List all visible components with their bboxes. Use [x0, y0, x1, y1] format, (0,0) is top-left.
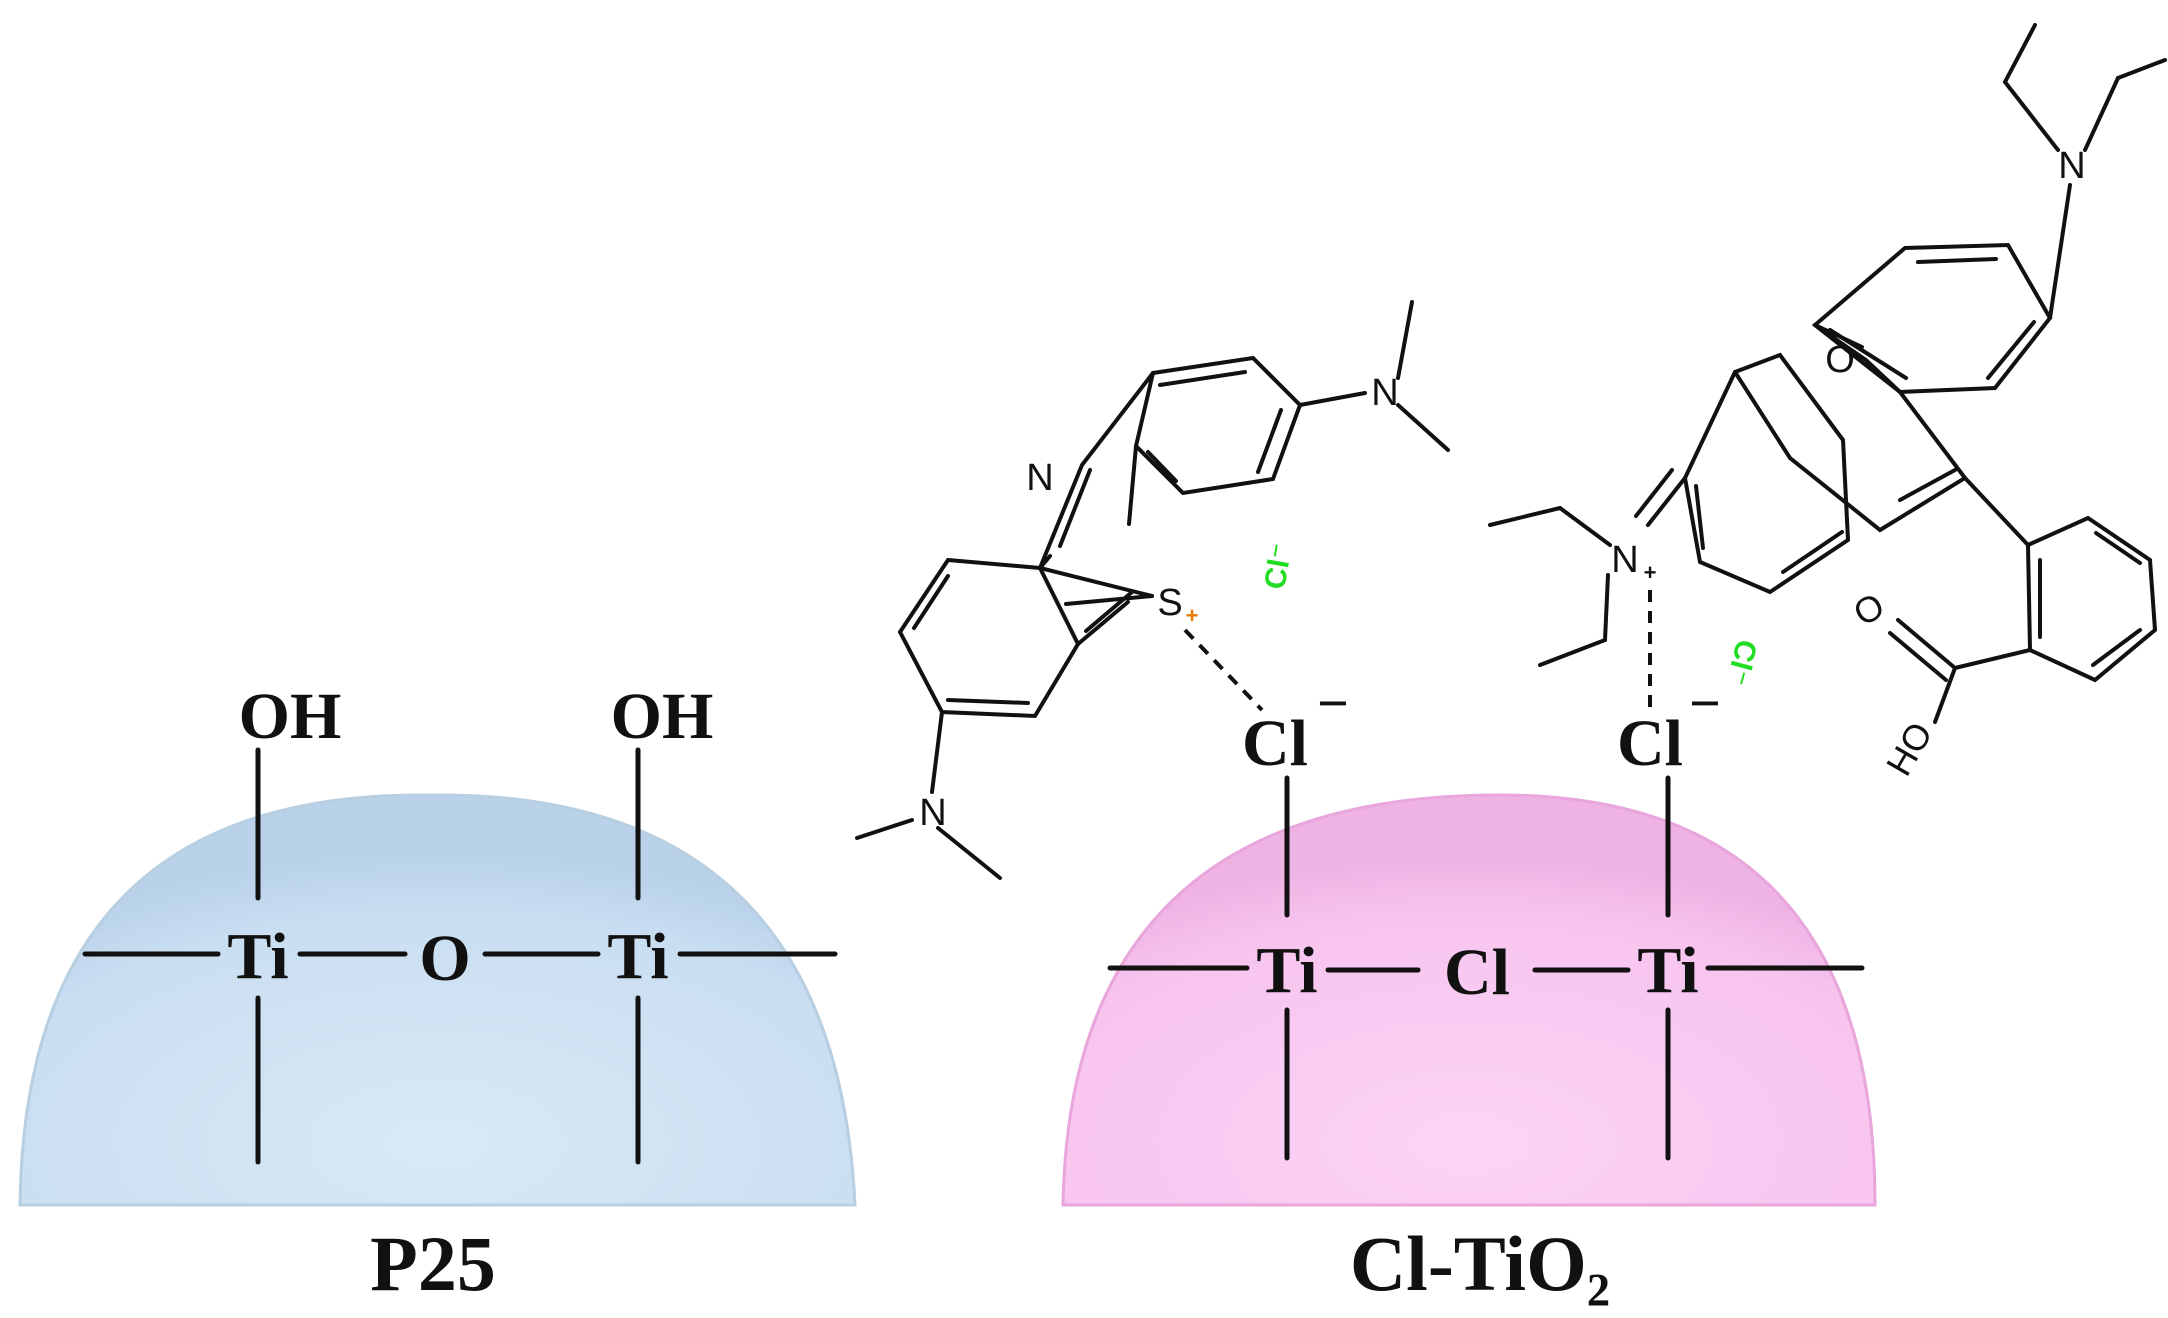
cltio2-cl-left-charge: − [1317, 673, 1349, 735]
mb-bond-n-double [1058, 468, 1092, 548]
cltio2-ti-left-label: Ti [1256, 934, 1317, 1007]
cltio2-particle-hemisphere [1061, 793, 1877, 1207]
p25-bridge-label: O [419, 922, 470, 995]
mb-sulfur: S [1157, 582, 1182, 624]
mb-ring-right-double-1 [1158, 370, 1247, 387]
rb-amine-nitrogen: N [2058, 145, 2085, 187]
rb-chloride-counterion: Cl⁻ [1719, 636, 1763, 689]
rb-bond-iminium [1646, 476, 1687, 527]
rb-bond-to-carboxyl [1953, 648, 2032, 670]
rb-ring-left-double-2 [1694, 484, 1705, 550]
mb-chloride-counterion: Cl⁻ [1258, 541, 1298, 592]
rb-iminium-charge: + [1644, 560, 1657, 585]
mb-bond-amine-bottom [930, 710, 944, 794]
mb-ring-left-double-2 [946, 698, 1030, 705]
mb-ring-right-double-3 [1146, 450, 1178, 483]
cltio2-panel: Cl − Cl − Ti Cl Ti Cl-TiO₂ [1061, 673, 1877, 1307]
p25-ti-right-label: Ti [607, 920, 668, 993]
rb-bond-ethyl-1b [2003, 23, 2037, 84]
rb-carbonyl-oxygen: O [1846, 584, 1891, 634]
rb-ring-left-double-1 [1781, 530, 1844, 574]
rb-bond-ethyl-4b [1538, 638, 1607, 667]
rhodamine-b-molecule: O N N + O HO Cl⁻ [1488, 23, 2167, 782]
mb-electrostatic-interaction [1183, 628, 1264, 712]
mb-ring-nitrogen: N [1026, 457, 1053, 499]
rb-ring-upper-double-1 [1916, 257, 1998, 264]
rb-bond-to-phenyl [1963, 476, 2030, 547]
p25-particle-hemisphere [18, 793, 857, 1207]
mb-bond-c-s [1127, 444, 1138, 526]
p25-ti-left-label: Ti [227, 920, 288, 993]
rb-bond-ethyl-4a [1603, 573, 1610, 642]
mb-bond-c-n-upper [1038, 554, 1052, 570]
methylene-blue-molecule: N S + N N Cl⁻ [855, 300, 1450, 880]
mb-bond-double-s-1 [1076, 600, 1130, 646]
rb-ring-oxygen: O [1825, 339, 1855, 381]
mb-bond-methyl-top-2 [1396, 403, 1450, 452]
mb-bond-amine-top [1298, 391, 1367, 407]
mb-amine-bottom-nitrogen: N [919, 792, 946, 834]
cltio2-cl-right-label: Cl [1617, 707, 1683, 780]
mb-ring-central [1037, 371, 1155, 598]
p25-caption: P25 [370, 1220, 496, 1307]
rb-ring-phenyl-double-2 [2091, 628, 2142, 667]
rb-bond-ethyl-2a [2083, 76, 2120, 152]
mb-ring-left-double-1 [912, 574, 950, 630]
rb-ring-phenyl-double-1 [2094, 531, 2142, 565]
p25-oh-left-label: OH [239, 680, 342, 753]
mb-bond-methyl-bottom-2 [936, 826, 1002, 880]
cltio2-caption: Cl-TiO₂ [1350, 1220, 1610, 1307]
rb-bond-ethyl-3a [1558, 506, 1612, 547]
rb-bond-carbonyl-2 [1888, 631, 1948, 682]
mb-ring-right-double-2 [1256, 408, 1283, 474]
mb-bond-double-s-2 [1084, 590, 1134, 633]
mb-sulfur-charge: + [1186, 603, 1199, 628]
rb-ring-left [1682, 352, 1851, 595]
rb-bond-o-left [1813, 323, 1864, 349]
cltio2-ti-right-label: Ti [1637, 934, 1698, 1007]
cltio2-bridge-label: Cl [1444, 936, 1510, 1009]
mb-bond-ring-to-s [1064, 594, 1154, 606]
rb-hydroxyl-group: HO [1878, 715, 1941, 782]
rb-bond-ethyl-1a [2003, 80, 2060, 152]
rb-bond-iminium-double [1634, 468, 1674, 518]
rb-bond-carbonyl-1 [1896, 618, 1957, 670]
rb-iminium-nitrogen: N [1611, 539, 1638, 581]
rb-bond-hydroxyl [1933, 666, 1957, 724]
rb-bond-amine [2048, 183, 2072, 320]
cltio2-cl-right-charge: − [1689, 673, 1721, 735]
mb-bond-methyl-bottom-1 [855, 818, 914, 840]
rb-ring-central-double [1898, 468, 1957, 502]
mb-amine-top-nitrogen: N [1371, 372, 1398, 414]
rb-ring-phenyl [2025, 515, 2158, 683]
mb-ring-left [897, 557, 1081, 719]
cltio2-cl-left-label: Cl [1242, 707, 1308, 780]
rb-bond-ethyl-2b [2116, 58, 2167, 80]
p25-panel: OH OH Ti O Ti P25 [18, 680, 857, 1307]
rb-ring-upper-double-2 [1986, 320, 2036, 380]
rb-bond-ethyl-3b [1488, 506, 1562, 527]
mb-bond-methyl-top-1 [1396, 300, 1414, 380]
p25-oh-right-label: OH [611, 680, 714, 753]
